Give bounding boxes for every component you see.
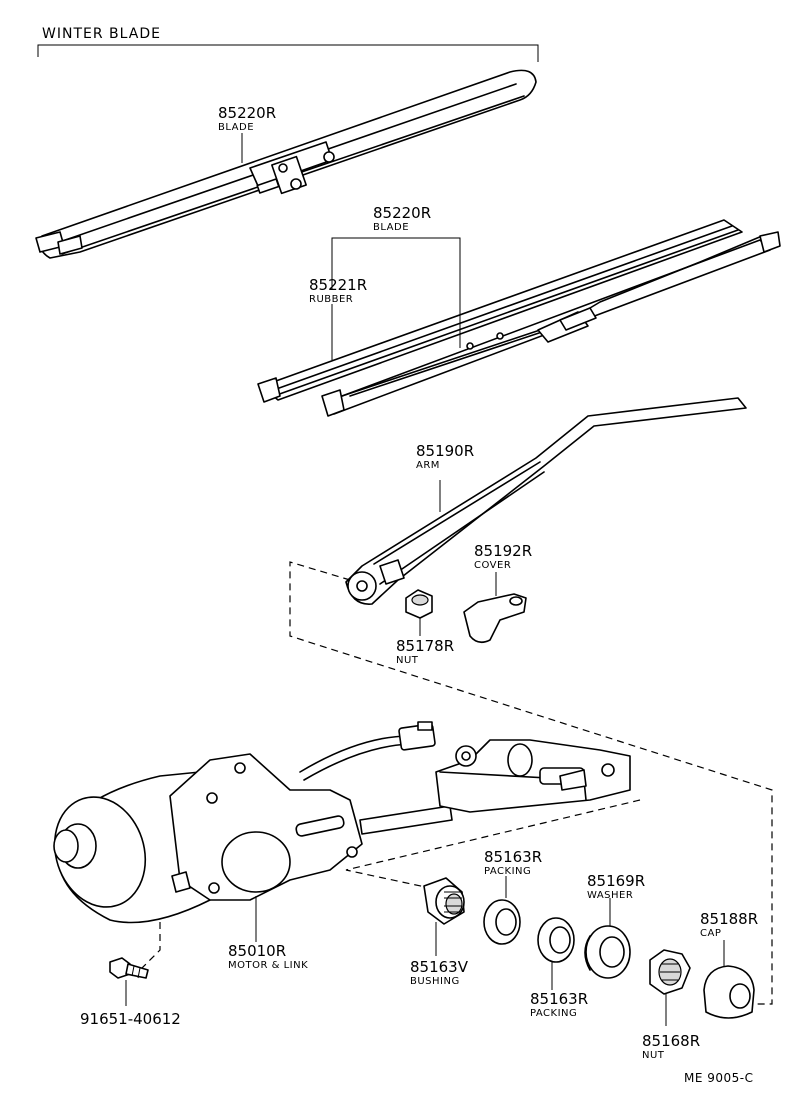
diagram-code: ME 9005-C [684, 1071, 754, 1085]
winter-blade [35, 69, 537, 259]
dashed-arm-pivot-line [289, 561, 773, 1005]
dashed-link-pivot-line [345, 799, 641, 889]
part-number-motor: 85010R [228, 942, 286, 960]
part-number-blade: 85220R [373, 204, 431, 222]
motor-and-link [53, 721, 631, 924]
part-number-packing-upper: 85163R [484, 848, 542, 866]
part-number-pivot-nut: 85168R [642, 1032, 700, 1050]
part-name-motor: MOTOR & LINK [228, 960, 308, 971]
wiper-blade [257, 219, 781, 417]
section-bracket [37, 44, 539, 62]
part-name-bushing: BUSHING [410, 976, 460, 987]
dashed-bolt-line [137, 886, 161, 973]
part-name-packing-upper: PACKING [484, 866, 531, 877]
arm-nut [405, 589, 433, 619]
motor-bolt [109, 957, 149, 979]
part-number-packing-lower: 85163R [530, 990, 588, 1008]
pivot-nut [649, 949, 691, 995]
part-name-winter-blade: BLADE [218, 122, 254, 133]
part-name-pivot-nut: NUT [642, 1050, 665, 1061]
part-name-packing-lower: PACKING [530, 1008, 577, 1019]
leader-blade [331, 237, 461, 348]
part-name-cover: COVER [474, 560, 511, 571]
part-number-cap: 85188R [700, 910, 758, 928]
part-name-blade: BLADE [373, 222, 409, 233]
pivot-washer [584, 925, 631, 979]
pivot-cap [703, 965, 755, 1019]
part-number-arm: 85190R [416, 442, 474, 460]
part-number-rubber: 85221R [309, 276, 367, 294]
part-number-winter-blade: 85220R [218, 104, 276, 122]
wiper-arm [345, 397, 747, 605]
section-title: WINTER BLADE [42, 26, 161, 42]
packing-lower [537, 917, 575, 963]
packing-upper [483, 899, 521, 945]
part-name-arm-nut: NUT [396, 655, 419, 666]
part-number-washer: 85169R [587, 872, 645, 890]
part-name-rubber: RUBBER [309, 294, 353, 305]
part-number-cover: 85192R [474, 542, 532, 560]
part-number-bushing: 85163V [410, 958, 469, 976]
part-name-cap: CAP [700, 928, 721, 939]
arm-cover [463, 593, 527, 644]
part-number-arm-nut: 85178R [396, 637, 454, 655]
part-name-arm: ARM [416, 460, 440, 471]
part-number-bolt: 91651-40612 [80, 1010, 181, 1028]
pivot-bushing [423, 877, 465, 925]
part-name-washer: WASHER [587, 890, 633, 901]
